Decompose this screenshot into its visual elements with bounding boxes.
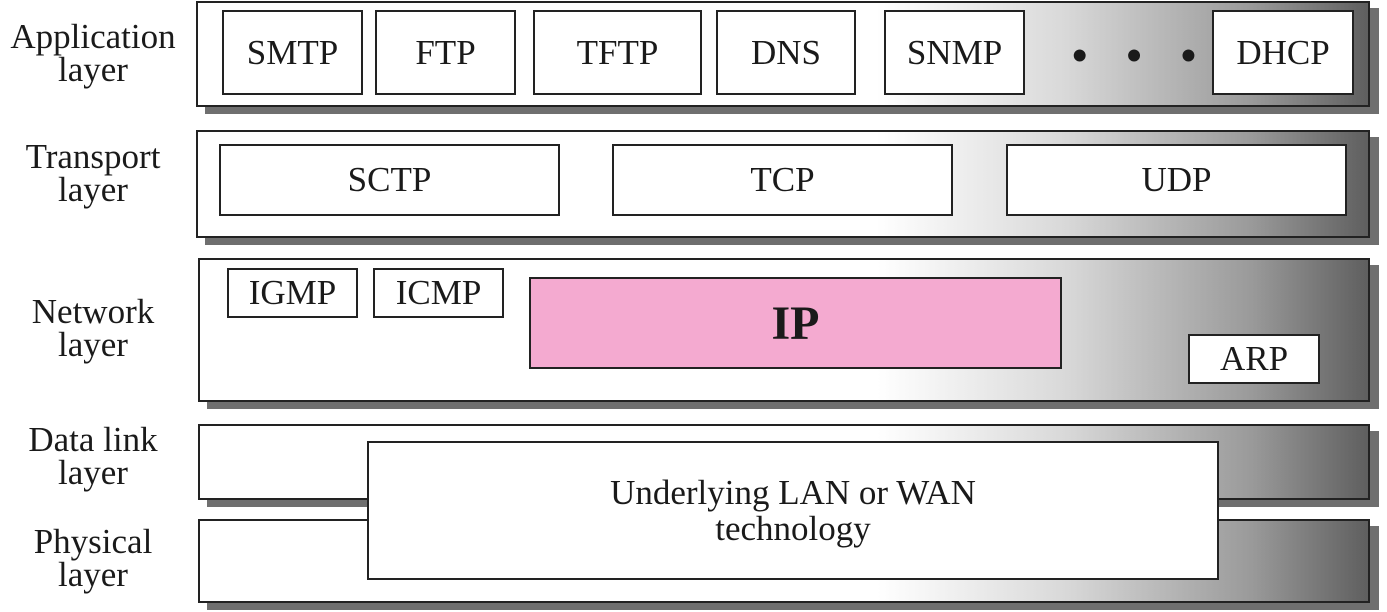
udp-box: UDP — [1006, 144, 1347, 216]
dhcp-label: DHCP — [1236, 32, 1330, 72]
physical-layer-label-line1: Physical — [33, 522, 153, 561]
dns-box: DNS — [716, 10, 856, 95]
transport-layer-label-line2: layer — [58, 170, 128, 209]
physical-layer-label-line2: layer — [58, 555, 128, 594]
ip-box: IP — [529, 277, 1062, 369]
sctp-box: SCTP — [219, 144, 560, 216]
arp-box: ARP — [1188, 334, 1320, 384]
tcp-label: TCP — [750, 160, 815, 199]
ftp-label: FTP — [415, 32, 476, 72]
physical-layer-label: Physical layer — [0, 522, 186, 594]
datalink-layer-label-line2: layer — [58, 453, 128, 492]
udp-label: UDP — [1141, 160, 1212, 199]
icmp-box: ICMP — [373, 268, 504, 318]
snmp-label: SNMP — [906, 32, 1003, 72]
transport-layer-label-line1: Transport — [25, 137, 161, 176]
underlying-technology-box: Underlying LAN or WAN technology — [367, 441, 1219, 580]
datalink-layer-label-line1: Data link — [28, 420, 158, 459]
tftp-label: TFTP — [576, 32, 659, 72]
tcp-box: TCP — [612, 144, 953, 216]
transport-layer-label: Transport layer — [0, 137, 186, 209]
datalink-layer-label: Data link layer — [0, 420, 186, 492]
application-layer-label-line1: Application — [10, 17, 176, 56]
underlying-line2: technology — [715, 508, 871, 548]
ip-label: IP — [771, 296, 820, 350]
igmp-box: IGMP — [227, 268, 358, 318]
application-layer-label: Application layer — [0, 17, 186, 89]
application-layer-label-line2: layer — [58, 50, 128, 89]
sctp-label: SCTP — [347, 160, 432, 199]
icmp-label: ICMP — [395, 273, 482, 312]
more-protocols-ellipsis: • • • — [1072, 31, 1211, 80]
network-layer-label: Network layer — [0, 292, 186, 364]
network-layer-label-line1: Network — [31, 292, 155, 331]
arp-label: ARP — [1219, 339, 1289, 378]
tftp-box: TFTP — [533, 10, 702, 95]
network-layer-label-line2: layer — [58, 325, 128, 364]
underlying-line1: Underlying LAN or WAN — [610, 472, 976, 512]
igmp-label: IGMP — [248, 273, 337, 312]
snmp-box: SNMP — [884, 10, 1025, 95]
dns-label: DNS — [750, 32, 822, 72]
smtp-box: SMTP — [222, 10, 363, 95]
smtp-label: SMTP — [246, 32, 339, 72]
ftp-box: FTP — [375, 10, 516, 95]
dhcp-box: DHCP — [1212, 10, 1354, 95]
